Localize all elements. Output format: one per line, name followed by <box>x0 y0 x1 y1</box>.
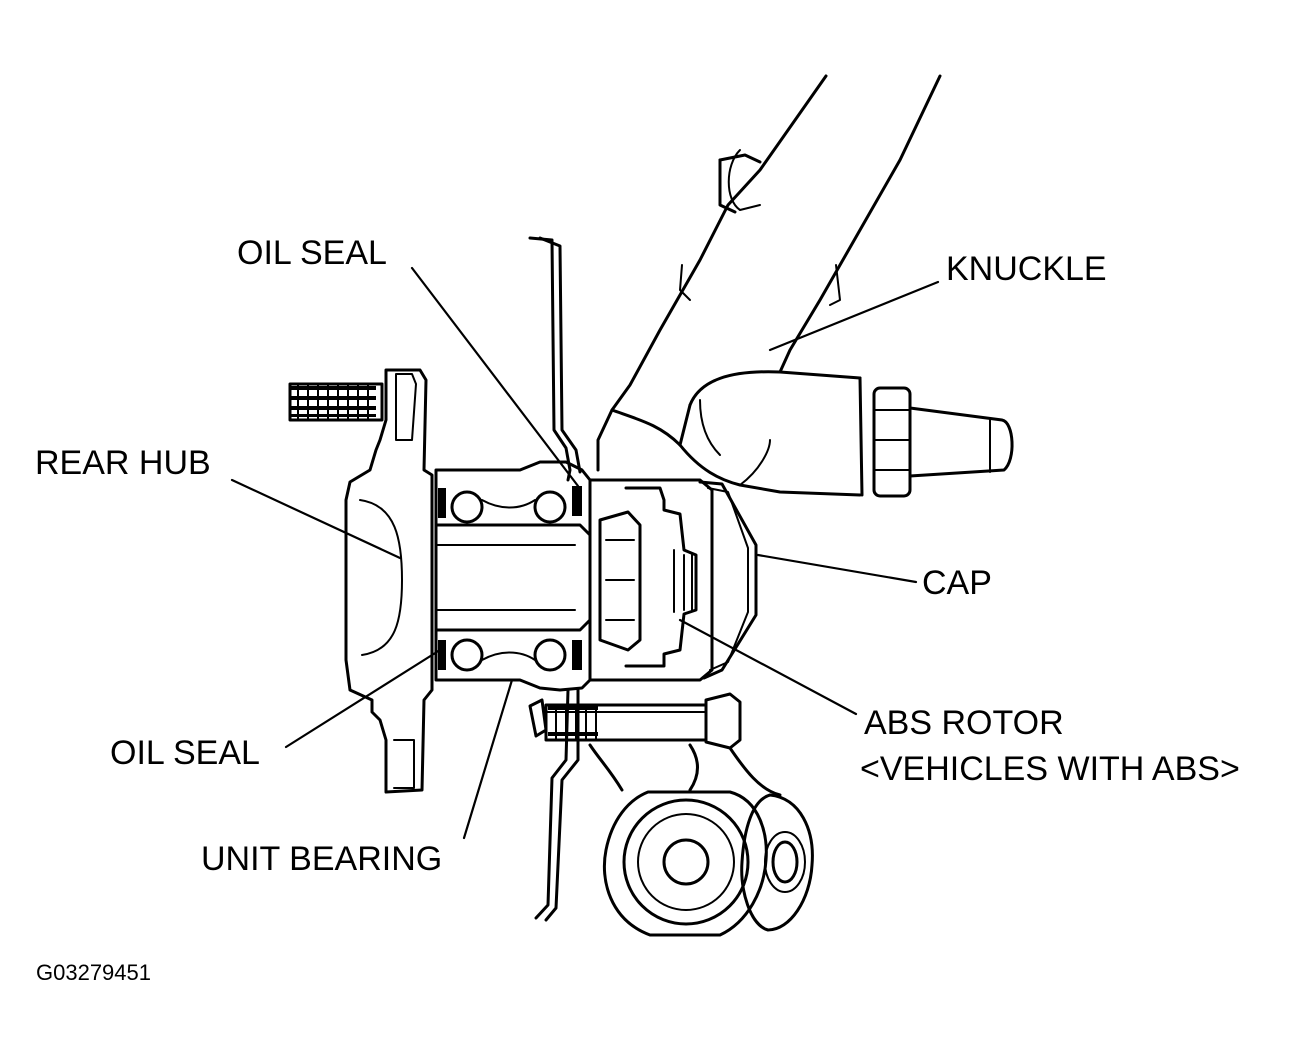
hub-cap <box>698 480 758 680</box>
leader-rear-hub <box>230 478 402 560</box>
rear-hub <box>288 368 434 794</box>
figure-code: G03279451 <box>36 960 151 985</box>
leader-oil-seal-top <box>410 266 580 488</box>
label-rear-hub: REAR HUB <box>35 444 211 482</box>
knuckle-arm <box>596 74 1014 498</box>
label-cap: CAP <box>922 564 992 602</box>
backing-plate <box>528 236 582 922</box>
leader-knuckle <box>768 280 940 352</box>
label-unit-bearing: UNIT BEARING <box>201 840 443 878</box>
leader-cap <box>756 553 918 584</box>
label-abs-rotor-note: <VEHICLES WITH ABS> <box>860 750 1240 788</box>
label-oil-seal-top: OIL SEAL <box>237 234 387 272</box>
unit-bearing <box>434 460 592 692</box>
label-knuckle: KNUCKLE <box>946 250 1107 288</box>
lower-arm <box>528 692 814 937</box>
axle-nut-abs-rotor <box>588 478 714 682</box>
label-abs-rotor: ABS ROTOR <box>864 704 1064 742</box>
leader-oil-seal-bottom <box>284 648 442 749</box>
label-oil-seal-bottom: OIL SEAL <box>110 734 260 772</box>
leader-abs-rotor <box>678 618 858 716</box>
leader-lines <box>230 266 940 840</box>
leader-unit-bearing <box>462 678 514 840</box>
